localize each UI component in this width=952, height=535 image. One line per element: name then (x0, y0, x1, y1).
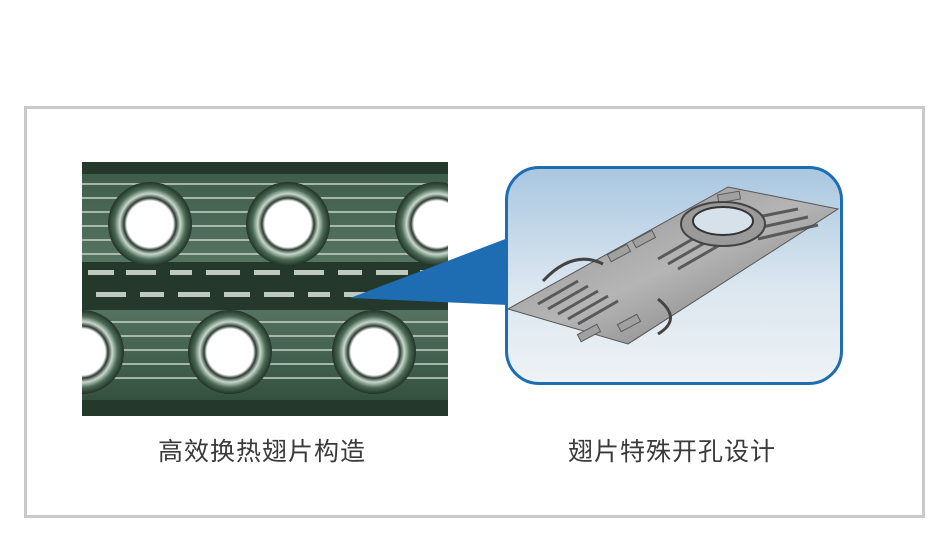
caption-hole-design: 翅片特殊开孔设计 (567, 437, 776, 466)
fin-photo (82, 162, 448, 416)
caption-fin-structure: 高效换热翅片构造 (157, 437, 366, 466)
fin-hole-render (505, 166, 843, 385)
